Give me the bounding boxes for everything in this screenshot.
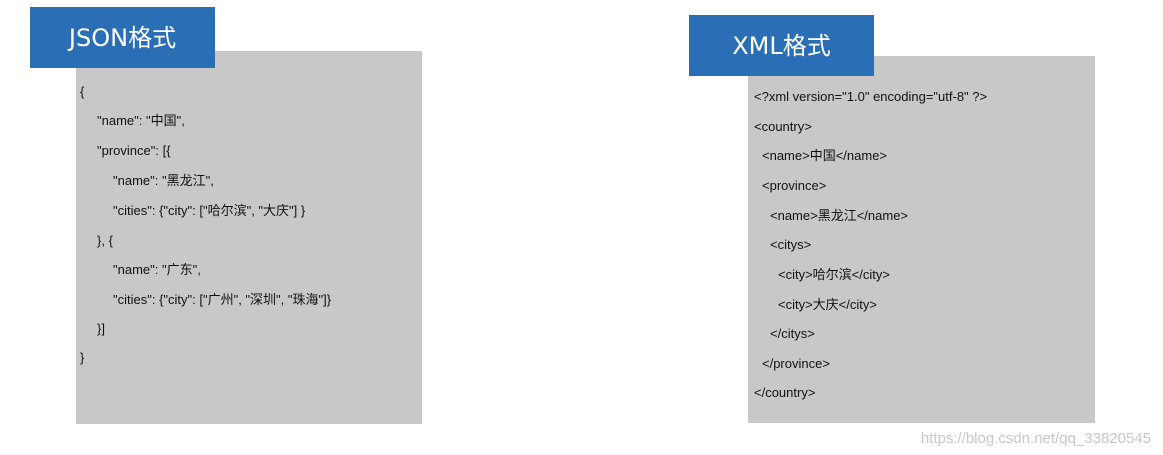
watermark-url: https://blog.csdn.net/qq_33820545 [920,430,1151,447]
xml-line-7: <city>哈尔滨</city> [778,267,890,282]
json-line-3: "province": [{ [97,143,171,158]
json-code-panel [76,51,422,424]
xml-line-3: <name>中国</name> [762,148,888,163]
json-line-4: "name": "黑龙江", [113,173,214,188]
xml-line-1: <?xml version="1.0" encoding="utf-8" ?> [754,89,988,104]
xml-line-4: <province> [762,178,827,193]
json-line-6: }, { [97,233,113,248]
xml-line-8: <city>大庆</city> [778,297,877,312]
json-format-title: JSON格式 [30,7,215,68]
xml-format-title: XML格式 [689,15,874,76]
xml-line-9: </citys> [770,326,815,341]
json-line-2: "name": "中国", [97,113,185,128]
json-line-8: "cities": {"city": ["广州", "深圳", "珠海"]} [113,292,332,307]
xml-line-11: </country> [754,385,816,400]
xml-line-5: <name>黑龙江</name> [770,208,909,223]
json-line-1: { [80,84,85,99]
xml-line-2: <country> [754,119,812,134]
xml-line-6: <citys> [770,237,812,252]
json-line-10: } [80,350,85,365]
json-line-7: "name": "广东", [113,262,201,277]
xml-line-10: </province> [762,356,830,371]
json-line-9: }] [97,321,105,336]
json-line-5: "cities": {"city": ["哈尔滨", "大庆"] } [113,203,306,218]
xml-code-panel [748,56,1095,423]
